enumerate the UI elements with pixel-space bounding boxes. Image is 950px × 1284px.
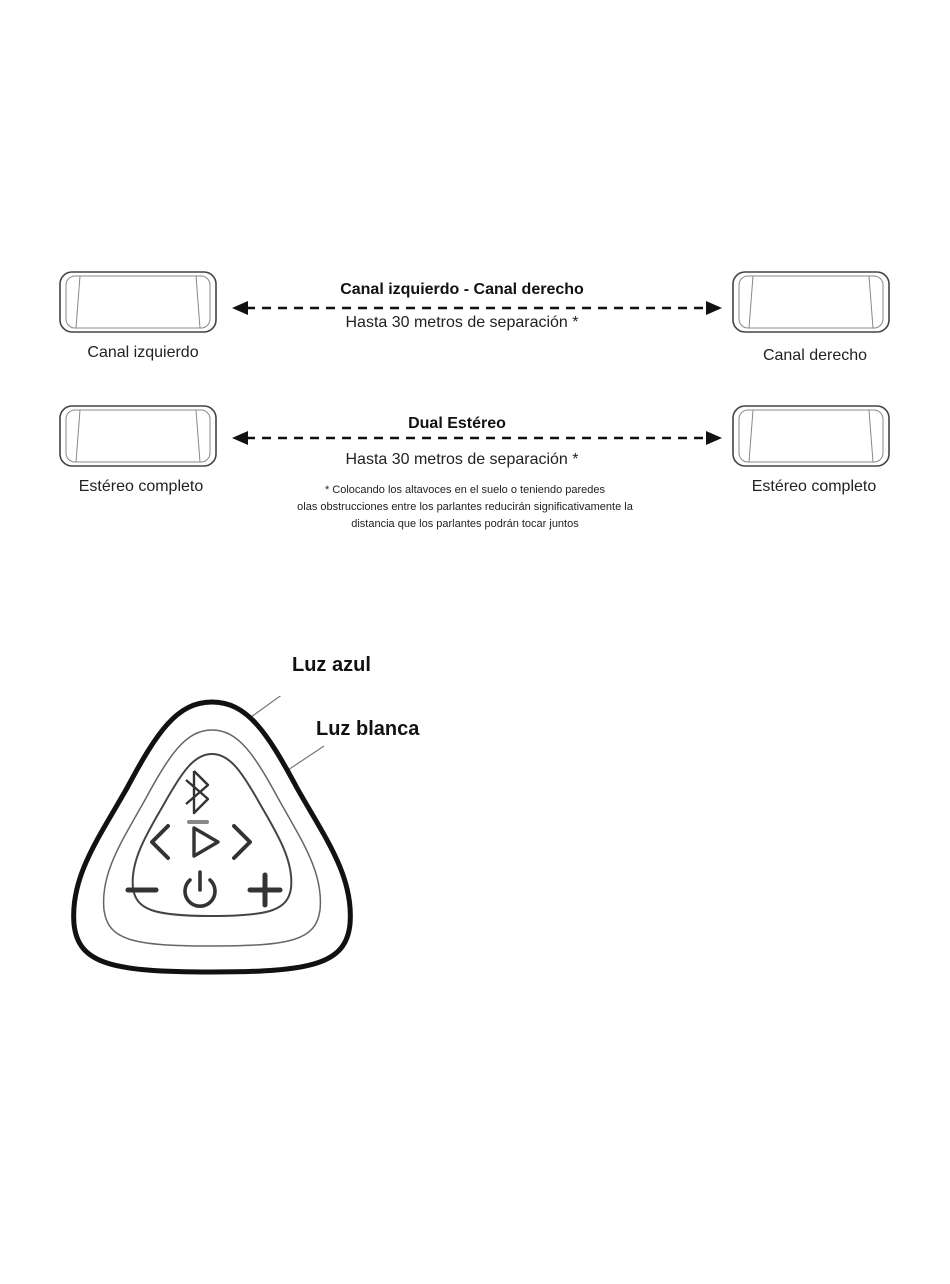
- callout-blue-light: Luz azul: [292, 654, 371, 676]
- double-arrow-channel: [232, 300, 722, 316]
- power-button[interactable]: [183, 870, 217, 908]
- bluetooth-button[interactable]: [185, 770, 210, 815]
- chevron-right-icon: [232, 824, 252, 860]
- stereo-right-caption: Estéreo completo: [751, 478, 877, 495]
- power-icon: [183, 878, 217, 908]
- speaker-stereo-right: [731, 404, 891, 468]
- panel-button-plate: [131, 752, 293, 918]
- led-indicator: [187, 820, 209, 824]
- speaker-stereo-left: [58, 404, 218, 468]
- footnote-line-2: olas obstrucciones entre los parlantes r…: [297, 501, 633, 513]
- play-button[interactable]: [192, 826, 220, 858]
- footnote-line-1: * Colocando los altavoces en el suelo o …: [324, 484, 606, 496]
- callout-white-light: Luz blanca: [316, 718, 420, 740]
- bluetooth-icon: [185, 770, 210, 815]
- stereo-distance-text: Hasta 30 metros de separación *: [345, 451, 579, 468]
- speaker-icon: [59, 405, 217, 467]
- channel-link-title: Canal izquierdo - Canal derecho: [340, 281, 584, 298]
- double-arrow-stereo: [232, 430, 722, 446]
- speaker-control-panel: [71, 696, 353, 975]
- footnote-line-3: distancia que los parlantes podrán tocar…: [351, 518, 579, 530]
- chevron-left-icon: [150, 824, 170, 860]
- stereo-left-caption: Estéreo completo: [78, 478, 204, 495]
- next-button[interactable]: [232, 824, 252, 860]
- left-channel-caption: Canal izquierdo: [87, 344, 199, 361]
- speaker-icon: [732, 405, 890, 467]
- speaker-right-channel: [731, 270, 891, 334]
- play-icon: [192, 826, 220, 858]
- channel-distance-text: Hasta 30 metros de separación *: [345, 314, 579, 331]
- speaker-icon: [732, 271, 890, 333]
- speaker-icon: [59, 271, 217, 333]
- volume-up-button[interactable]: [247, 872, 283, 908]
- previous-button[interactable]: [150, 824, 170, 860]
- right-channel-caption: Canal derecho: [762, 347, 868, 364]
- dual-stereo-title: Dual Estéreo: [408, 415, 506, 432]
- speaker-left-channel: [58, 270, 218, 334]
